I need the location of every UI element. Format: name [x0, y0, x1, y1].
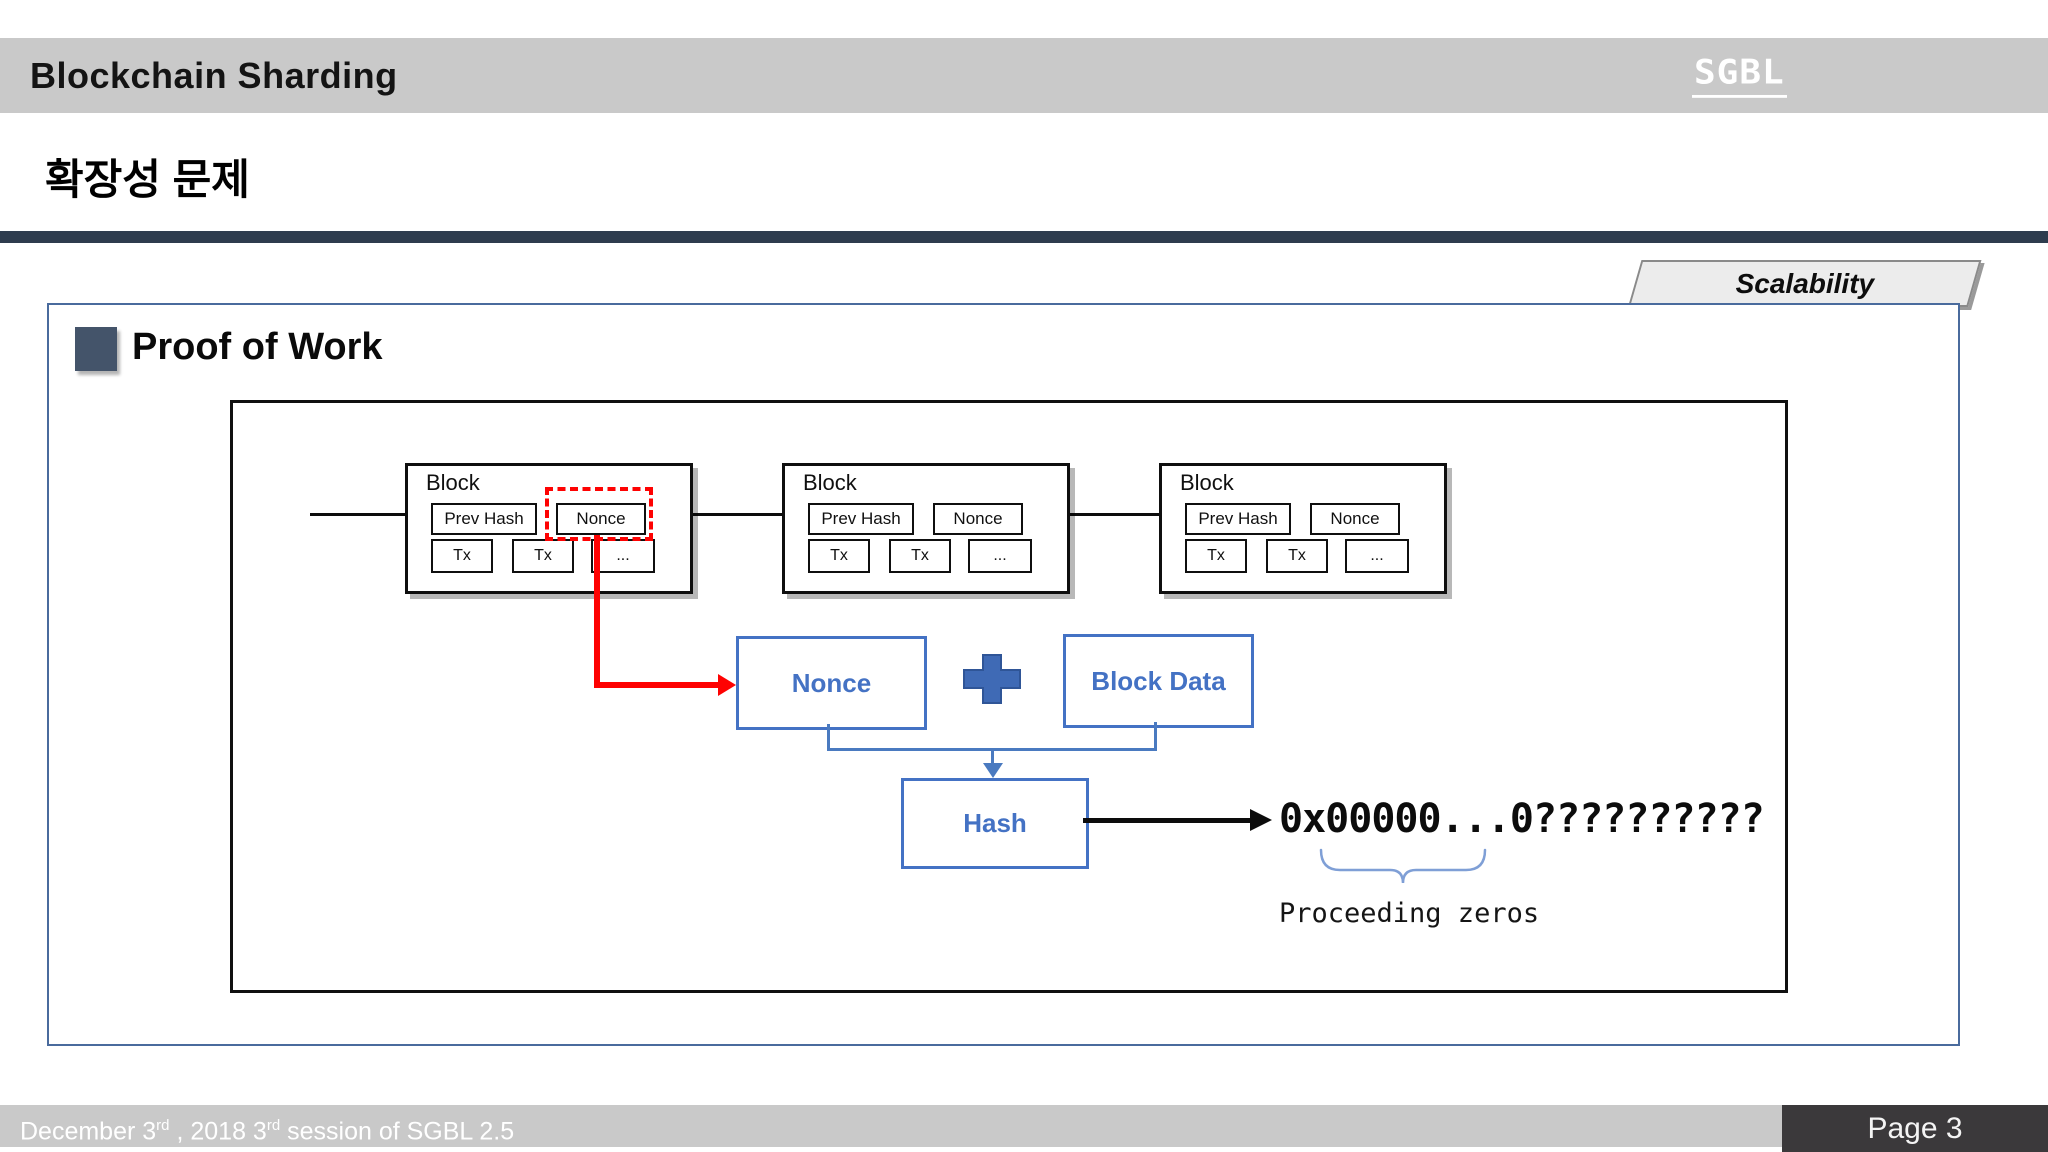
- flow-hash-label: Hash: [963, 808, 1027, 838]
- block-3-tx-b: Tx: [1266, 539, 1328, 573]
- header-bar: [0, 38, 2048, 113]
- scalability-tab: Scalability: [1628, 260, 1982, 307]
- page-number-box: Page 3: [1782, 1105, 2048, 1152]
- title-divider: [0, 231, 2048, 243]
- block-1-tx-a: Tx: [431, 539, 493, 573]
- section-title: Proof of Work: [132, 326, 383, 368]
- block-3-prev-hash: Prev Hash: [1185, 503, 1291, 535]
- chain-arrow-line-3: [1068, 513, 1168, 516]
- diagram-frame: [230, 400, 1788, 993]
- footer-date-superscript: rd: [156, 1117, 170, 1134]
- block-1-tx-more: ...: [591, 539, 655, 573]
- hash-output-arrow-line: [1083, 818, 1251, 823]
- underbrace-icon: [1318, 846, 1488, 891]
- connector-horizontal: [827, 748, 1157, 751]
- block-1-nonce: Nonce: [556, 503, 646, 535]
- nonce-highlight-dashed-box: [545, 487, 653, 541]
- block-1-prev-hash: Prev Hash: [431, 503, 537, 535]
- block-1-tx-b: Tx: [512, 539, 574, 573]
- block-1-label: Block: [426, 470, 480, 495]
- page-number-label: Page 3: [1867, 1111, 1963, 1145]
- block-2-label: Block: [803, 470, 857, 495]
- connector-nonce-down: [827, 724, 830, 751]
- block-3-nonce: Nonce: [1310, 503, 1400, 535]
- red-arrow-vertical: [594, 535, 600, 685]
- block-2-prev-hash: Prev Hash: [808, 503, 914, 535]
- flow-nonce-label: Nonce: [791, 667, 872, 698]
- block-2-tx-b: Tx: [889, 539, 951, 573]
- red-arrow-horizontal: [594, 682, 718, 688]
- slide-subtitle: 확장성 문제: [45, 156, 250, 203]
- footer-date: December 3rd , 2018 3rd session of SGBL …: [20, 1105, 514, 1147]
- footer-bar: [0, 1105, 2048, 1147]
- connector-blockdata-down: [1154, 722, 1157, 751]
- section-bullet-square: [75, 327, 117, 371]
- block-3-tx-a: Tx: [1185, 539, 1247, 573]
- footer-date-part: December 3: [20, 1117, 157, 1146]
- flow-hash-box: Hash: [901, 778, 1089, 869]
- connector-hash-arrow-head: [983, 763, 1003, 778]
- footer-date-superscript: rd: [266, 1117, 281, 1134]
- chain-arrow-line-2: [690, 513, 790, 516]
- block-2-tx-a: Tx: [808, 539, 870, 573]
- chain-arrow-line-1: [310, 513, 414, 516]
- plus-icon: [962, 653, 1022, 705]
- block-2-tx-more: ...: [968, 539, 1032, 573]
- sgbl-logo: SGBL: [1692, 53, 1787, 98]
- footer-date-part: session of SGBL 2.5: [280, 1117, 515, 1146]
- red-arrow-head: [718, 674, 736, 696]
- proceeding-zeros-caption: Proceeding zeros: [1279, 898, 1540, 929]
- block-3-tx-more: ...: [1345, 539, 1409, 573]
- block-1: Block Prev Hash Nonce Tx Tx ...: [405, 463, 693, 594]
- page-title: Blockchain Sharding: [30, 55, 398, 96]
- hash-result-text: 0x00000...0??????????: [1279, 796, 1765, 842]
- flow-block-data-box: Block Data: [1063, 634, 1254, 728]
- flow-block-data-label: Block Data: [1091, 665, 1226, 696]
- hash-output-arrow-head: [1250, 809, 1272, 831]
- block-3-label: Block: [1180, 470, 1234, 495]
- block-2-nonce: Nonce: [933, 503, 1023, 535]
- block-3: Block Prev Hash Nonce Tx Tx ...: [1159, 463, 1447, 594]
- block-2: Block Prev Hash Nonce Tx Tx ...: [782, 463, 1070, 594]
- scalability-tab-label: Scalability: [1735, 267, 1874, 299]
- connector-hash-stem: [991, 751, 994, 763]
- flow-nonce-box: Nonce: [736, 636, 927, 730]
- footer-date-part: , 2018 3: [169, 1117, 267, 1146]
